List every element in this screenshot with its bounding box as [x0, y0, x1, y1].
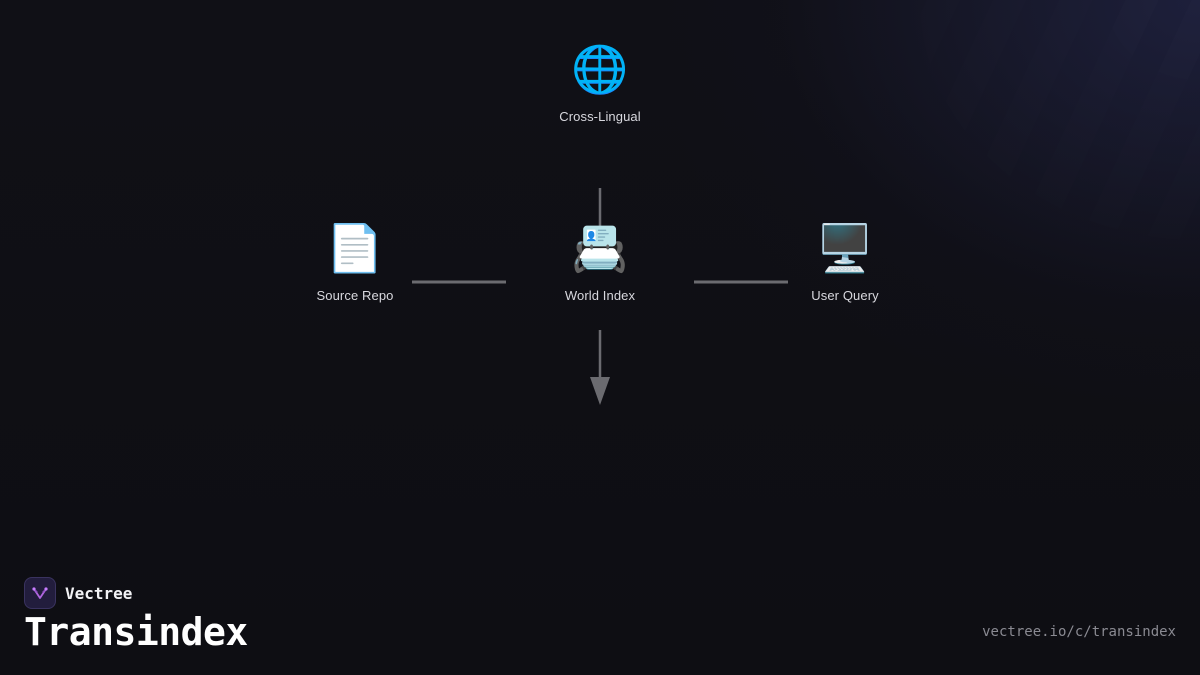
node-world-index: 📇 World Index: [520, 220, 680, 303]
document-icon: 📄: [326, 221, 384, 275]
arrowhead-down: [590, 377, 610, 405]
globe-icon: 🌐: [571, 42, 629, 96]
footer-url[interactable]: vectree.io/c/transindex: [982, 624, 1176, 640]
node-cross-lingual: 🌐 Cross-Lingual: [520, 41, 680, 124]
page-title: Transindex: [24, 610, 248, 654]
node-source-repo: 📄 Source Repo: [275, 220, 435, 303]
node-user-query: 🖥️ User Query: [765, 220, 925, 303]
brand-name: Vectree: [65, 583, 133, 603]
node-label: Source Repo: [316, 288, 394, 303]
desktop-computer-icon: 🖥️: [816, 221, 874, 275]
node-label: User Query: [811, 288, 879, 303]
node-label: World Index: [564, 288, 636, 303]
card-index-icon: 📇: [571, 221, 629, 275]
brand: Vectree: [24, 577, 132, 609]
node-label: Cross-Lingual: [559, 109, 641, 124]
vectree-logo-icon: [24, 577, 56, 609]
